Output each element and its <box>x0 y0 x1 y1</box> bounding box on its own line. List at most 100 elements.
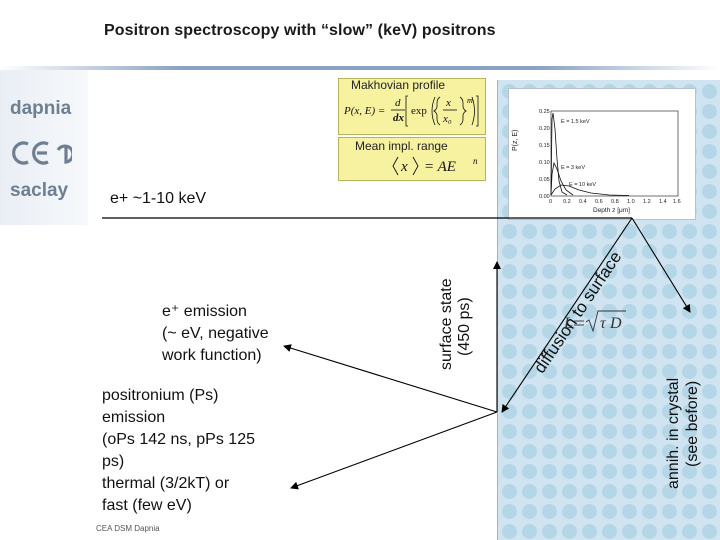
lattice-dot <box>702 224 717 239</box>
lattice-dot <box>582 364 597 379</box>
lattice-dot <box>662 244 677 259</box>
saclay-logo: saclay <box>10 180 69 201</box>
lattice-dot <box>562 464 577 479</box>
lattice-dot <box>702 324 717 339</box>
lattice-dot <box>642 524 657 539</box>
lattice-dot <box>622 364 637 379</box>
lattice-dot <box>602 304 617 319</box>
formula-d: d <box>395 97 401 109</box>
lattice-dot <box>602 384 617 399</box>
lattice-dot <box>682 524 697 539</box>
lattice-dot <box>562 404 577 419</box>
lattice-dot <box>562 244 577 259</box>
lattice-dot <box>642 424 657 439</box>
lattice-dot <box>642 324 657 339</box>
lattice-dot <box>682 224 697 239</box>
surface-state-line2: (450 ps) <box>456 297 473 356</box>
lattice-dot <box>702 264 717 279</box>
lattice-dot <box>602 324 617 339</box>
lattice-dot <box>522 404 537 419</box>
lattice-dot <box>562 284 577 299</box>
xtick: 1.2 <box>643 199 651 205</box>
ytick: 0.00 <box>539 194 550 200</box>
lattice-dot <box>662 224 677 239</box>
lattice-dot <box>502 284 517 299</box>
lattice-dot <box>702 104 717 119</box>
makhovian-box: Makhovian profile P(x, E) = d dx exp x x… <box>338 78 486 135</box>
lattice-dot <box>642 304 657 319</box>
mean-range-formula: x = AE n <box>392 156 478 176</box>
lattice-dot <box>662 324 677 339</box>
lattice-dot <box>642 244 657 259</box>
curve-3keV <box>550 161 574 196</box>
dapnia-logo: dapnia <box>10 98 72 119</box>
lattice-dot <box>642 404 657 419</box>
mean-formula-x: x <box>400 159 408 175</box>
lattice-dot <box>502 324 517 339</box>
slide-title: Positron spectroscopy with “slow” (keV) … <box>104 22 496 39</box>
lattice-dot <box>542 364 557 379</box>
lattice-dot <box>602 404 617 419</box>
lattice-dot <box>662 364 677 379</box>
lattice-dot <box>502 264 517 279</box>
lattice-dot <box>562 224 577 239</box>
lattice-dot <box>662 444 677 459</box>
emission-line1: e⁺ emission <box>162 303 247 320</box>
diffusion-formula-lhs: L <box>563 315 573 332</box>
lattice-dot <box>562 384 577 399</box>
lattice-dot <box>702 204 717 219</box>
lattice-dot <box>582 384 597 399</box>
lattice-dot <box>622 524 637 539</box>
lattice-dot <box>542 384 557 399</box>
lattice-dot <box>642 504 657 519</box>
lattice-dot <box>622 444 637 459</box>
formula-x0: x₀ <box>442 113 452 125</box>
lattice-dot <box>682 264 697 279</box>
formula-lhs: P(x, E) = <box>343 105 385 117</box>
lattice-dot <box>522 264 537 279</box>
lattice-dot <box>682 284 697 299</box>
ytick: 0.05 <box>539 177 550 183</box>
lattice-dot <box>522 344 537 359</box>
lattice-dot <box>562 364 577 379</box>
lattice-dot <box>702 424 717 439</box>
diffusion-formula-d: D <box>609 315 622 332</box>
lattice-dot <box>542 424 557 439</box>
lattice-dot <box>602 344 617 359</box>
emission-arrow <box>283 344 498 413</box>
lattice-dot <box>522 284 537 299</box>
lattice-dot <box>542 344 557 359</box>
lattice-dot <box>702 344 717 359</box>
emission-line2: (~ eV, negative <box>162 325 269 342</box>
surface-state-line1: surface state <box>438 278 455 370</box>
lattice-dot <box>662 304 677 319</box>
lattice-dot <box>702 404 717 419</box>
lattice-dot <box>662 384 677 399</box>
positron-emission-text: e⁺ emission (~ eV, negative work functio… <box>162 301 269 367</box>
lattice-dot <box>622 424 637 439</box>
lattice-dot <box>682 444 697 459</box>
lattice-dot <box>522 224 537 239</box>
lattice-dot <box>502 484 517 499</box>
lattice-dot <box>662 284 677 299</box>
lattice-dot <box>562 264 577 279</box>
lattice-dot <box>542 404 557 419</box>
lattice-dot <box>662 344 677 359</box>
annotation-1p5: E = 1.5 keV <box>561 119 590 125</box>
ytick: 0.15 <box>539 143 550 149</box>
lattice-dot <box>702 464 717 479</box>
lattice-dot <box>502 504 517 519</box>
ps-line6: fast (few eV) <box>102 497 192 514</box>
lattice-dot <box>502 224 517 239</box>
xtick: 1.0 <box>627 199 635 205</box>
lattice-dot <box>542 464 557 479</box>
lattice-dot <box>542 224 557 239</box>
implantation-profile-chart: P(z, E) 0.25 0.20 0.15 0.10 0.05 0.00 0 … <box>508 88 696 220</box>
lattice-dot <box>562 484 577 499</box>
xtick: 0 <box>549 199 552 205</box>
lattice-dot <box>702 244 717 259</box>
lattice-dot <box>682 364 697 379</box>
lattice-dot <box>522 504 537 519</box>
lattice-dot <box>682 504 697 519</box>
diffusion-length-formula: L τ D <box>563 310 626 333</box>
